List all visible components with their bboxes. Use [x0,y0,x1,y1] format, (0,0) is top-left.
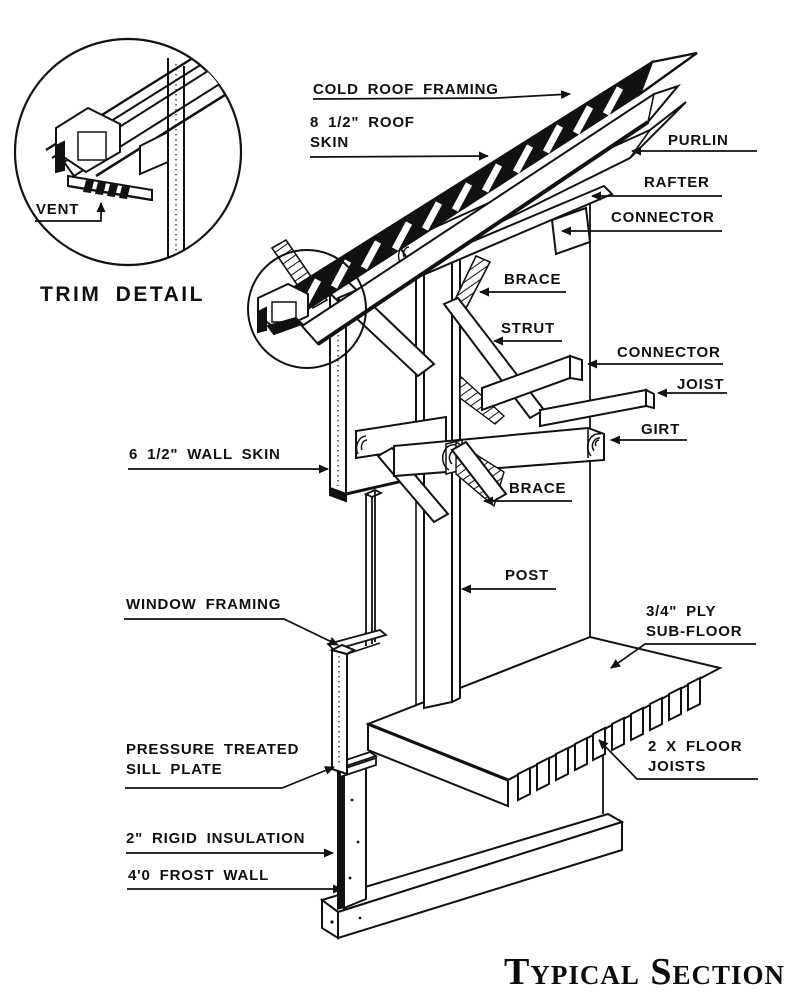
label-window-framing: WINDOW FRAMING [126,596,282,613]
grain-girt-end [586,432,602,457]
leader-lines [35,89,758,894]
frost-wall-face [343,755,367,910]
roof-skin-slab [300,83,682,346]
roof-tip [637,51,698,98]
cold-roof-slats [300,86,624,308]
label-wall-skin: 6 1/2" WALL SKIN [129,446,281,463]
label-connector-mid: CONNECTOR [617,344,721,361]
window-framing-jamb [363,489,384,646]
upper-wall-skin-foot [329,486,347,503]
label-sub-floor: 3/4" PLY SUB-FLOOR [646,603,743,640]
page-title: Typical Section [503,951,785,993]
post-front [423,248,453,710]
label-brace-bottom: BRACE [509,480,567,497]
floor-assembly [365,635,723,808]
eave-detail [257,282,309,336]
floor-joist-tabs [517,676,701,802]
label-purlin: PURLIN [668,132,729,149]
lower-wall-skin-cap [329,643,357,656]
joist-end [645,388,655,410]
connector-mid-end [569,354,583,382]
label-floor-joists: 2 X FLOOR JOISTS [648,738,743,775]
roof-assembly [281,51,698,346]
label-connector-top: CONNECTOR [611,209,715,226]
label-cold-roof-framing: COLD ROOF FRAMING [313,81,499,98]
label-rigid-insulation: 2" RIGID INSULATION [126,830,306,847]
footing-front [337,820,623,940]
label-brace-top: BRACE [504,271,562,288]
label-post: POST [505,567,550,584]
label-vent: VENT [36,201,80,218]
label-frost-wall: 4'0 FROST WALL [128,867,270,884]
foundation [319,751,625,940]
trim-detail-circle [13,37,243,267]
brace-lower-right [450,440,508,504]
trim-detail-caption: TRIM DETAIL [40,283,205,306]
label-strut: STRUT [501,320,555,337]
concrete-speckles [330,798,362,924]
label-girt: GIRT [641,421,681,438]
eave-highlight-circle [247,249,367,369]
label-roof-skin: 8 1/2" ROOF SKIN [310,114,415,151]
grain-left-connector [355,435,368,455]
label-sill-plate: PRESSURE TREATED SILL PLATE [126,741,300,778]
label-joist: JOIST [677,376,725,393]
label-rafter: RAFTER [644,174,710,191]
joist-beam [539,388,647,428]
rigid-insulation-strip [337,764,344,910]
footing-left-end [321,898,339,940]
